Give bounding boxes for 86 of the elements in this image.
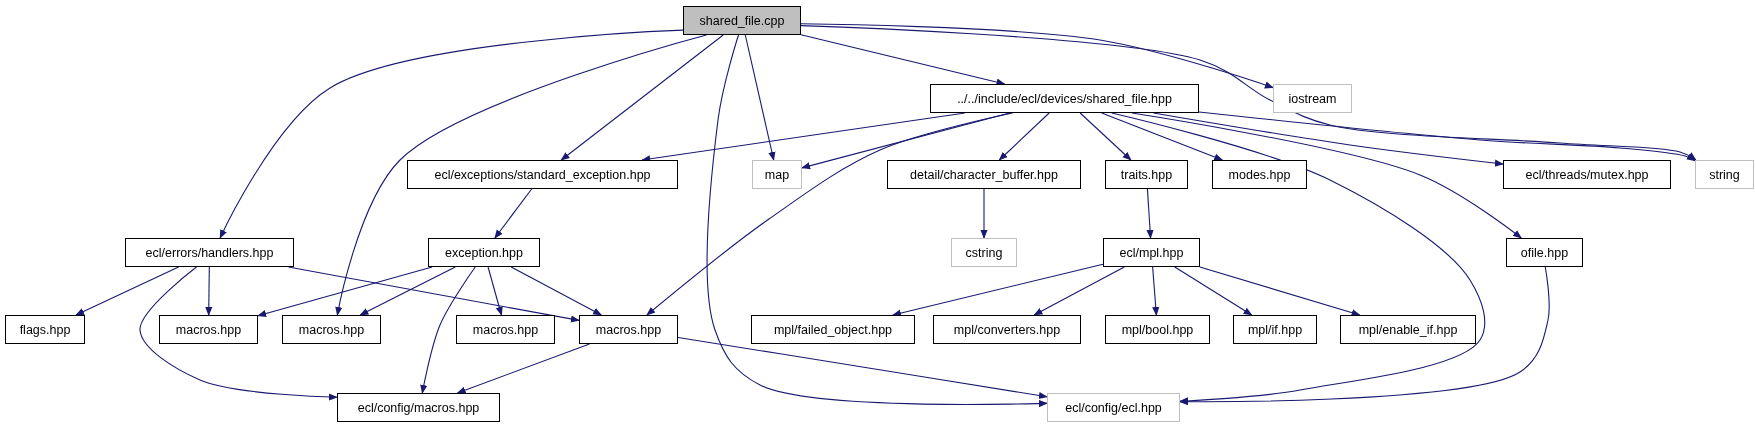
- arrow: [800, 34, 1006, 86]
- file-box: [1233, 315, 1317, 344]
- file-box: [752, 160, 802, 189]
- arrow: [456, 343, 590, 394]
- file-name: mpl/converters.hpp: [953, 322, 1061, 337]
- file-name: map: [764, 167, 790, 182]
- file-name: mpl/enable_if.hpp: [1358, 322, 1458, 337]
- arrow: [1101, 112, 1224, 161]
- file-box: [887, 160, 1081, 189]
- arrow: [800, 25, 1697, 161]
- file-name: string: [1709, 167, 1740, 182]
- arrow: [560, 34, 724, 161]
- arrow: [1146, 188, 1154, 239]
- arrow: [1152, 266, 1160, 316]
- file-box: [428, 238, 540, 267]
- arrow: [1153, 112, 1504, 167]
- file-name: mpl/bool.hpp: [1121, 322, 1194, 337]
- file-name: flags.hpp: [19, 322, 71, 337]
- file-name: shared_file.cpp: [699, 13, 785, 28]
- arrow: [335, 34, 707, 316]
- file-name: ecl/threads/mutex.hpp: [1525, 167, 1649, 182]
- arrow: [139, 266, 338, 401]
- arrow: [205, 266, 213, 316]
- file-name: exception.hpp: [445, 245, 523, 260]
- file-box: [933, 315, 1081, 344]
- arrow: [487, 266, 503, 316]
- arrow: [1179, 266, 1550, 406]
- file-name: ../../include/ecl/devices/shared_file.hpp: [957, 91, 1172, 106]
- file-name: traits.hpp: [1120, 167, 1173, 182]
- arrow: [892, 263, 1104, 317]
- file-box: [1105, 160, 1188, 189]
- file-box: [125, 238, 294, 267]
- file-box: [337, 393, 500, 422]
- file-box: [930, 84, 1199, 113]
- arrow: [998, 112, 1050, 161]
- file-box: [1273, 84, 1352, 113]
- arrow: [1079, 112, 1132, 161]
- file-name: mpl/if.hpp: [1247, 322, 1303, 337]
- arrow: [706, 34, 1048, 408]
- arrow: [800, 23, 1274, 89]
- file-box: [579, 315, 678, 344]
- file-name: modes.hpp: [1228, 167, 1291, 182]
- file-name: ecl/config/ecl.hpp: [1065, 400, 1162, 415]
- file-box: [1212, 160, 1307, 189]
- file-box: [1506, 238, 1583, 267]
- file-name: cstring: [965, 245, 1003, 260]
- file-name: detail/character_buffer.hpp: [910, 167, 1058, 182]
- file-name: ofile.hpp: [1520, 245, 1569, 260]
- arrow: [1174, 266, 1253, 316]
- file-name: ecl/mpl.hpp: [1119, 245, 1184, 260]
- file-name: ecl/exceptions/standard_exception.hpp: [434, 167, 651, 182]
- arrow: [1199, 266, 1361, 317]
- arrow: [677, 336, 1048, 400]
- arrow: [75, 266, 180, 316]
- file-name: ecl/errors/handlers.hpp: [145, 245, 274, 260]
- file-box: [282, 315, 381, 344]
- file-box: [5, 315, 85, 344]
- file-box: [159, 315, 258, 344]
- arrow: [257, 266, 433, 317]
- file-name: ecl/config/macros.hpp: [357, 400, 480, 415]
- file-box: [683, 6, 801, 35]
- file-name: macros.hpp: [595, 322, 662, 337]
- arrow: [494, 188, 533, 239]
- arrow: [1198, 111, 1696, 162]
- file-box: [1503, 160, 1671, 189]
- file-name: iostream: [1288, 91, 1337, 106]
- file-name: macros.hpp: [472, 322, 539, 337]
- file-box: [1105, 315, 1210, 344]
- file-box: [456, 315, 555, 344]
- file-name: macros.hpp: [298, 322, 365, 337]
- arrow: [510, 266, 603, 316]
- arrow: [359, 266, 456, 316]
- arrow: [420, 266, 476, 394]
- arrow: [219, 29, 684, 239]
- file-box: [751, 315, 915, 344]
- arrow: [744, 34, 776, 161]
- file-box: [951, 238, 1017, 267]
- arrow: [1033, 266, 1125, 316]
- file-box: [1340, 315, 1476, 344]
- file-box: [1047, 393, 1180, 422]
- file-box: [1695, 160, 1754, 189]
- file-name: mpl/failed_object.hpp: [773, 322, 893, 337]
- file-name: macros.hpp: [175, 322, 242, 337]
- file-box: [1103, 238, 1200, 267]
- arrow: [980, 188, 988, 239]
- file-box: [407, 160, 678, 189]
